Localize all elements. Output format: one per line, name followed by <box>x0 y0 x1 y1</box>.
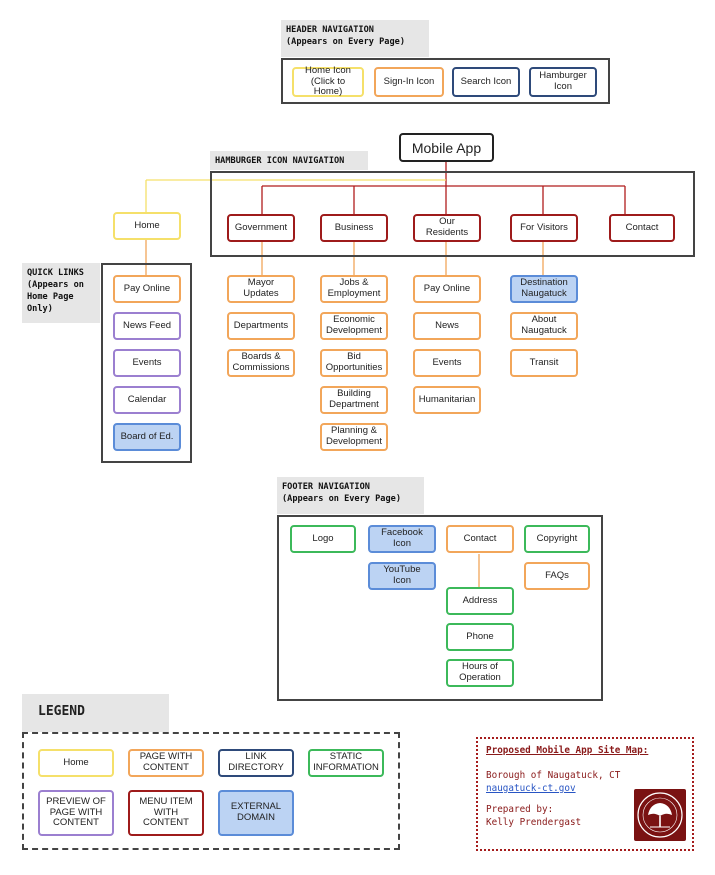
quick-link-news-feed: News Feed <box>113 312 181 340</box>
menu-business: Business <box>320 214 388 242</box>
legend-static-information: STATIC INFORMATION <box>308 749 384 777</box>
legend-home: Home <box>38 749 114 777</box>
business-economic-development: Economic Development <box>320 312 388 340</box>
legend-title: LEGEND <box>22 694 169 732</box>
residents-news: News <box>413 312 481 340</box>
home-icon-node: Home Icon (Click to Home) <box>292 65 364 97</box>
menu-our-residents: Our Residents <box>413 214 481 242</box>
residents-events: Events <box>413 349 481 377</box>
quick-link-pay-online: Pay Online <box>113 275 181 303</box>
government-mayor-updates: Mayor Updates <box>227 275 295 303</box>
menu-for-visitors: For Visitors <box>510 214 578 242</box>
business-bid-opportunities: Bid Opportunities <box>320 349 388 377</box>
legend-external-domain: EXTERNAL DOMAIN <box>218 790 294 836</box>
borough-seal-icon <box>634 789 686 841</box>
search-icon-node: Search Icon <box>452 67 520 97</box>
hamburger-navigation-frame <box>210 171 695 257</box>
residents-humanitarian: Humanitarian <box>413 386 481 414</box>
footer-youtube-icon: YouTube Icon <box>368 562 436 590</box>
government-departments: Departments <box>227 312 295 340</box>
government-boards-commissions: Boards & Commissions <box>227 349 295 377</box>
footer-hours-of-operation: Hours of Operation <box>446 659 514 687</box>
quick-links-frame <box>101 263 192 463</box>
mobile-app-root: Mobile App <box>399 133 494 162</box>
footer-faqs: FAQs <box>524 562 590 590</box>
quick-link-board-of-ed: Board of Ed. <box>113 423 181 451</box>
footer-address: Address <box>446 587 514 615</box>
visitors-transit: Transit <box>510 349 578 377</box>
footer-navigation-frame <box>277 515 603 701</box>
business-building-department: Building Department <box>320 386 388 414</box>
legend-preview-of-page-with-content: PREVIEW OF PAGE WITH CONTENT <box>38 790 114 836</box>
footer-facebook-icon: Facebook Icon <box>368 525 436 553</box>
credit-title: Proposed Mobile App Site Map: <box>486 745 649 756</box>
header-navigation-label: HEADER NAVIGATION (Appears on Every Page… <box>281 20 429 57</box>
footer-copyright: Copyright <box>524 525 590 553</box>
footer-contact: Contact <box>446 525 514 553</box>
hamburger-navigation-label: HAMBURGER ICON NAVIGATION <box>210 151 368 170</box>
credit-author: Kelly Prendergast <box>486 817 582 829</box>
hamburger-icon-node: Hamburger Icon <box>529 67 597 97</box>
footer-navigation-label: FOOTER NAVIGATION (Appears on Every Page… <box>277 477 424 514</box>
footer-phone: Phone <box>446 623 514 651</box>
credit-org: Borough of Naugatuck, CT <box>486 770 621 782</box>
business-jobs-employment: Jobs & Employment <box>320 275 388 303</box>
menu-contact: Contact <box>609 214 675 242</box>
quick-link-events: Events <box>113 349 181 377</box>
business-planning-development: Planning & Development <box>320 423 388 451</box>
residents-pay-online: Pay Online <box>413 275 481 303</box>
legend-link-directory: LINK DIRECTORY <box>218 749 294 777</box>
visitors-destination-naugatuck: Destination Naugatuck <box>510 275 578 303</box>
home-node: Home <box>113 212 181 240</box>
sign-in-icon-node: Sign-In Icon <box>374 67 444 97</box>
footer-logo: Logo <box>290 525 356 553</box>
legend-menu-item-with-content: MENU ITEM WITH CONTENT <box>128 790 204 836</box>
legend-page-with-content: PAGE WITH CONTENT <box>128 749 204 777</box>
credit-link[interactable]: naugatuck-ct.gov <box>486 783 576 795</box>
legend-frame <box>22 732 400 850</box>
visitors-about-naugatuck: About Naugatuck <box>510 312 578 340</box>
header-navigation-frame <box>281 58 610 104</box>
quick-links-label: QUICK LINKS (Appears on Home Page Only) <box>22 263 100 323</box>
quick-link-calendar: Calendar <box>113 386 181 414</box>
menu-government: Government <box>227 214 295 242</box>
credit-prepared-label: Prepared by: <box>486 804 554 816</box>
